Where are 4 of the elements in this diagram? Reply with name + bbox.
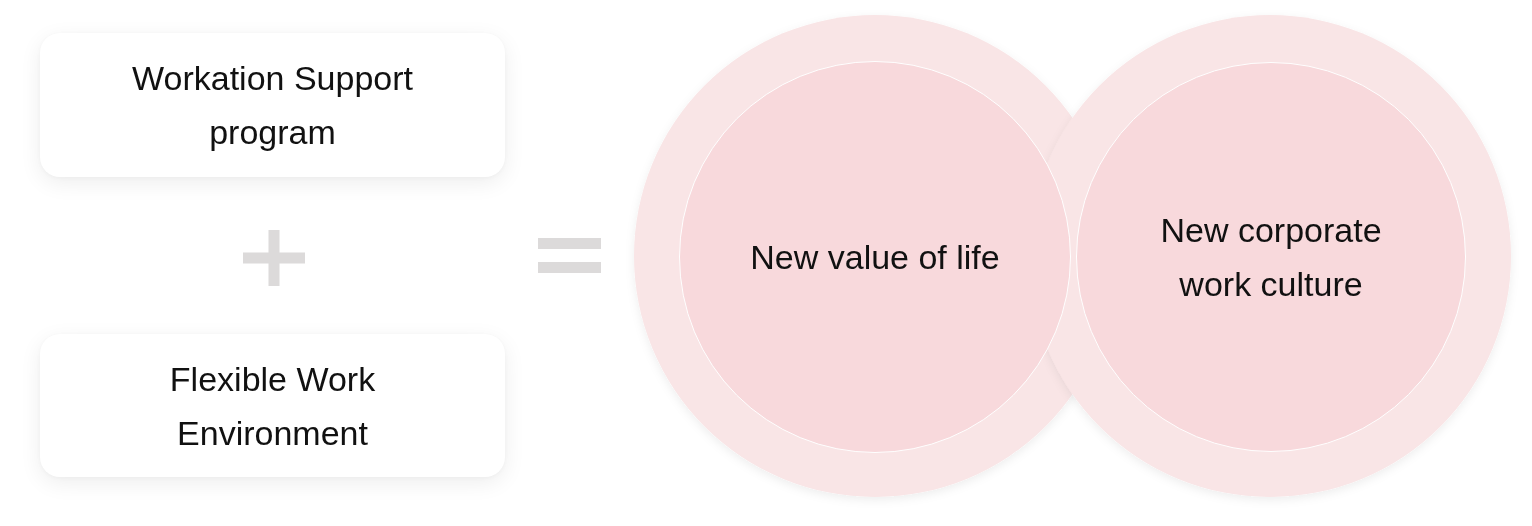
node-label: New value of life bbox=[750, 237, 1000, 278]
node-label: Workation Support program bbox=[131, 58, 414, 153]
node-label: Flexible Work Environment bbox=[168, 358, 377, 454]
node-label: New corporate work culture bbox=[1159, 210, 1383, 305]
